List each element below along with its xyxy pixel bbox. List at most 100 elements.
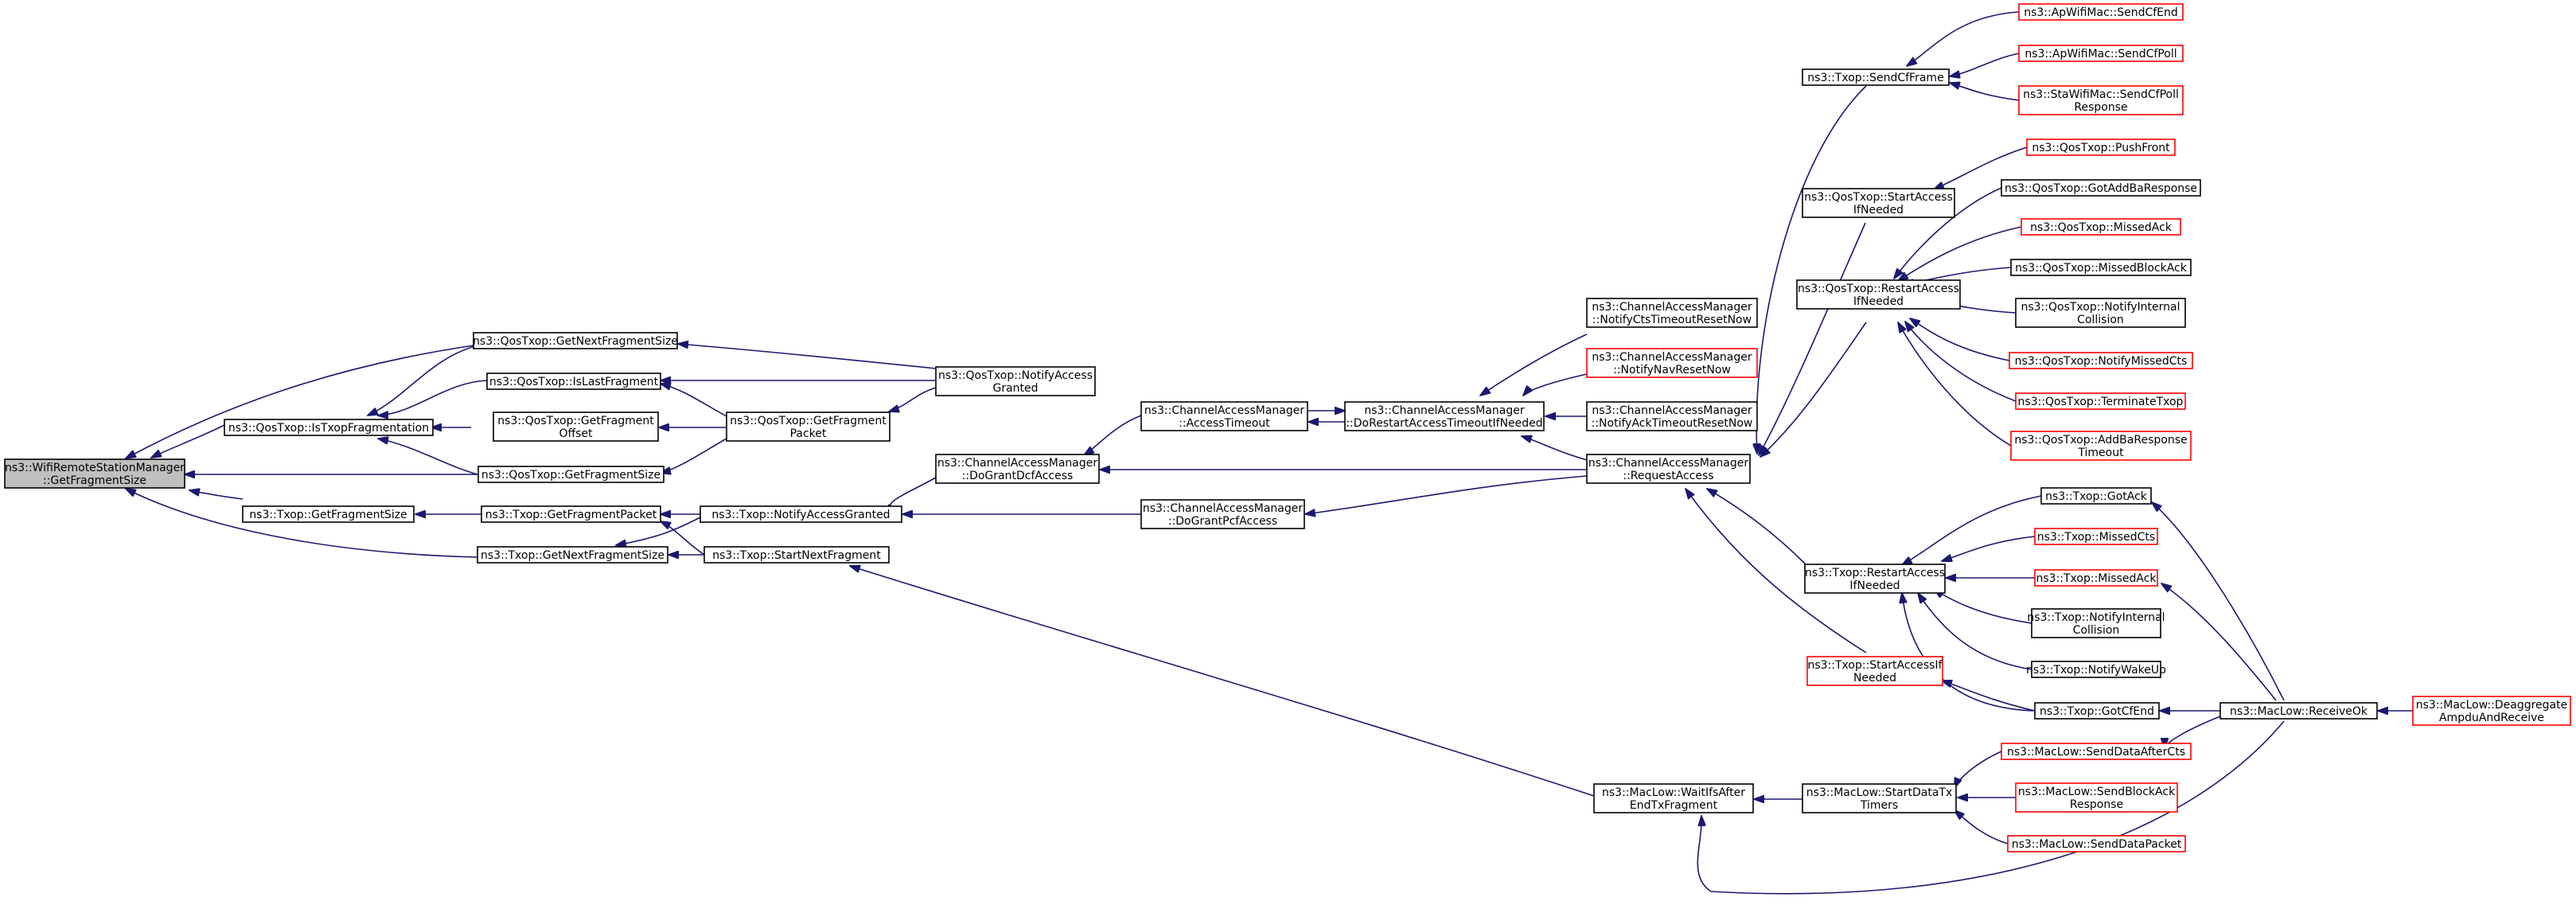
node-txop-notifyaccessgranted[interactable]: ns3::Txop::NotifyAccessGranted (700, 505, 902, 523)
node-label: Offset (559, 427, 593, 440)
node-txop-sendcfframe[interactable]: ns3::Txop::SendCfFrame (1802, 68, 1950, 86)
node-apwifimac-sendcfend[interactable]: ns3::ApWifiMac::SendCfEnd (2018, 3, 2184, 21)
node-box (1796, 279, 1961, 310)
node-box (2034, 702, 2160, 720)
node-maclow-senddatapacket[interactable]: ns3::MacLow::SendDataPacket (2007, 835, 2186, 852)
edge-startdatatx-from-senddataaftercts (1954, 751, 2002, 788)
edge-qosrestartaccess-from-terminatetxop (1905, 322, 2017, 402)
node-box (2018, 3, 2184, 21)
node-box (493, 412, 659, 442)
node-qostxop-getnextfragmentsize[interactable]: ns3::QosTxop::GetNextFragmentSize (473, 332, 678, 349)
node-channelaccessmanager-notifyacktimeoutresetnow[interactable]: ns3::ChannelAccessManager::NotifyAckTime… (1586, 401, 1758, 431)
node-label: ns3::QosTxop::TerminateTxop (2018, 396, 2184, 408)
node-txop-getfragmentpacket[interactable]: ns3::Txop::GetFragmentPacket (481, 505, 661, 523)
node-qostxop-getfragmentpacket[interactable]: ns3::QosTxop::GetFragmentPacket (726, 412, 890, 442)
node-qostxop-istxopfragmentation[interactable]: ns3::QosTxop::IsTxopFragmentation (224, 419, 434, 436)
node-label: ns3::MacLow::ReceiveOk (2230, 705, 2368, 718)
node-label: ns3::Txop::NotifyAccessGranted (711, 509, 890, 521)
edge-qos-istxopfrag-to-islastfragment (378, 380, 488, 415)
edge-txop-startnextfragment-from-waitifs (850, 566, 1595, 797)
node-txop-notifywakeup[interactable]: ns3::Txop::NotifyWakeUp (2026, 661, 2166, 678)
edge-qos-getfragmentpacket-from-notifyaccess (889, 387, 937, 412)
node-label: ns3::Txop::StartAccessIf (1808, 659, 1943, 672)
node-label: ns3::QosTxop::IsTxopFragmentation (228, 422, 429, 435)
node-box (1586, 401, 1758, 431)
node-box (1802, 783, 1957, 813)
node-qostxop-islastfragment[interactable]: ns3::QosTxop::IsLastFragment (486, 373, 661, 390)
node-wifiremotestationmanager-getfragmentsize[interactable]: ns3::WifiRemoteStationManager::GetFragme… (4, 458, 185, 489)
edge-requestaccess-from-txopstartaccess (1686, 489, 1867, 653)
node-box (242, 505, 415, 523)
node-txop-missedack[interactable]: ns3::Txop::MissedAck (2034, 569, 2158, 587)
node-box (1802, 68, 1950, 86)
edge-gotcfend-from-txopstartaccess (1942, 681, 2036, 712)
node-label: IfNeeded (1853, 204, 1904, 216)
edge-qosrestartaccess-from-notifymissedcts (1910, 318, 2010, 361)
node-label: ns3::ChannelAccessManager (1144, 404, 1305, 417)
node-label: AmpduAndReceive (2439, 712, 2544, 724)
node-box (2001, 743, 2192, 760)
edge-gotack-from-receiveok (2152, 502, 2285, 701)
node-txop-getnextfragmentsize[interactable]: ns3::Txop::GetNextFragmentSize (477, 546, 668, 564)
edge-qos-islastfragment-from-getfragmentpacket (661, 384, 727, 417)
node-qostxop-terminatetxop[interactable]: ns3::QosTxop::TerminateTxop (2015, 392, 2186, 410)
node-txop-missedcts[interactable]: ns3::Txop::MissedCts (2034, 528, 2158, 545)
node-txop-startnextfragment[interactable]: ns3::Txop::StartNextFragment (703, 546, 890, 564)
node-txop-getfragmentsize[interactable]: ns3::Txop::GetFragmentSize (242, 505, 415, 523)
node-label: ns3::ChannelAccessManager (1592, 404, 1752, 417)
node-label: ns3::QosTxop::NotifyAccess (938, 369, 1093, 382)
node-qostxop-missedblockack[interactable]: ns3::QosTxop::MissedBlockAck (2010, 259, 2192, 276)
node-channelaccessmanager-accesstimeout[interactable]: ns3::ChannelAccessManager::AccessTimeout (1140, 401, 1308, 431)
node-qostxop-notifymissedcts[interactable]: ns3::QosTxop::NotifyMissedCts (2009, 352, 2193, 369)
edge-txop-notifyaccess-from-dograntdcf (890, 477, 937, 510)
node-txop-gotack[interactable]: ns3::Txop::GotAck (2040, 487, 2152, 505)
node-qostxop-pushfront[interactable]: ns3::QosTxop::PushFront (2026, 138, 2176, 156)
node-channelaccessmanager-dograntpcfaccess[interactable]: ns3::ChannelAccessManager::DoGrantPcfAcc… (1140, 499, 1305, 529)
node-channelaccessmanager-notifynavresetnow[interactable]: ns3::ChannelAccessManager::NotifyNavRese… (1586, 348, 1758, 378)
edge-qos-istxopfrag-to-getfragmentsize (378, 439, 478, 475)
edge-root-to-txop-getnextfragmentsize (126, 489, 478, 558)
node-qostxop-notifyaccessgranted[interactable]: ns3::QosTxop::NotifyAccessGranted (935, 366, 1096, 396)
node-box (2031, 608, 2161, 638)
node-label: ::NotifyNavResetNow (1613, 364, 1731, 376)
node-maclow-receiveok[interactable]: ns3::MacLow::ReceiveOk (2219, 702, 2378, 720)
node-label: ::DoGrantDcfAccess (962, 470, 1074, 482)
node-txop-gotcfend[interactable]: ns3::Txop::GotCfEnd (2034, 702, 2160, 720)
node-channelaccessmanager-notifyctstimeoutresetnow[interactable]: ns3::ChannelAccessManager::NotifyCtsTime… (1586, 298, 1758, 328)
node-label: ns3::Txop::GetFragmentPacket (485, 509, 657, 521)
node-qostxop-gotaddbaresponse[interactable]: ns3::QosTxop::GotAddBaResponse (2001, 179, 2201, 197)
node-label: Collision (2077, 314, 2124, 326)
node-box (481, 505, 661, 523)
node-qostxop-getfragmentsize[interactable]: ns3::QosTxop::GetFragmentSize (477, 466, 664, 483)
node-label: ns3::QosTxop::AddBaResponse (2014, 434, 2187, 447)
node-box (2010, 431, 2192, 461)
node-box (1806, 656, 1943, 686)
edge-txop-getfragmentpacket-from-startnextfragment (661, 521, 705, 556)
node-maclow-senddataaftercts[interactable]: ns3::MacLow::SendDataAfterCts (2001, 743, 2192, 760)
node-channelaccessmanager-dorestartaccesstimeoutifneeded[interactable]: ns3::ChannelAccessManager::DoRestartAcce… (1344, 401, 1545, 431)
node-channelaccessmanager-dograntdcfaccess[interactable]: ns3::ChannelAccessManager::DoGrantDcfAcc… (935, 454, 1100, 484)
edge-qosrestartaccess-from-missedack (1898, 226, 2022, 281)
node-box (935, 366, 1096, 396)
node-apwifimac-sendcfpoll[interactable]: ns3::ApWifiMac::SendCfPoll (2018, 45, 2184, 62)
node-qostxop-missedack[interactable]: ns3::QosTxop::MissedAck (2021, 218, 2181, 236)
edge-qos-getnextfragsize-from-notifyaccess (678, 344, 937, 369)
edge-sendcfframe-from-apsendcfpoll (1950, 53, 2020, 76)
node-channelaccessmanager-requestaccess[interactable]: ns3::ChannelAccessManager::RequestAccess (1586, 454, 1751, 484)
node-label: ns3::MacLow::SendBlockAck (2018, 786, 2176, 798)
node-label: ns3::ApWifiMac::SendCfEnd (2024, 6, 2178, 19)
